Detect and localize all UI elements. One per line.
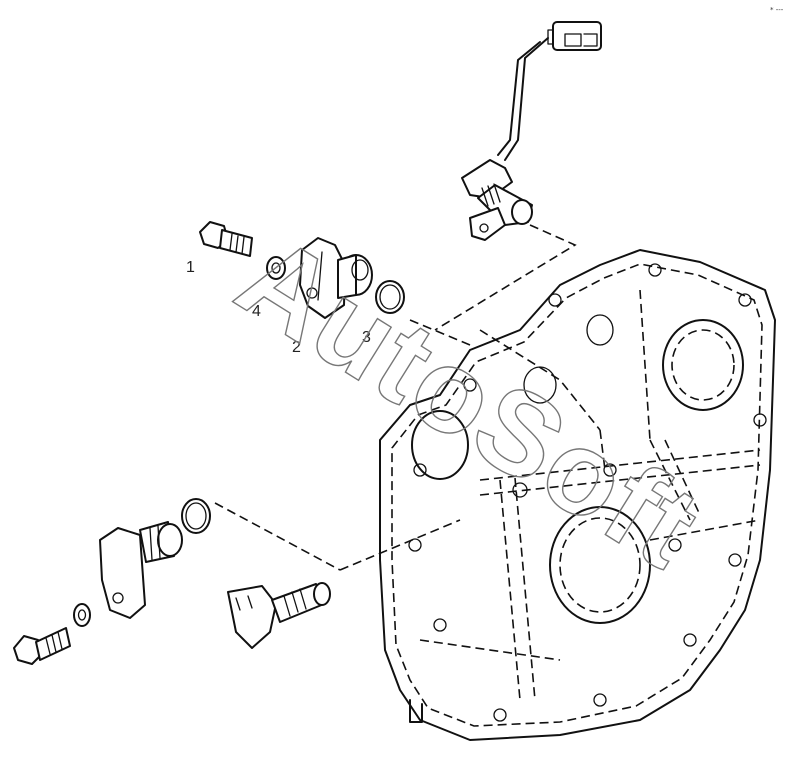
washer-upper <box>266 256 286 280</box>
o-ring-lower <box>181 498 211 534</box>
leader-line-lower-1 <box>214 502 341 571</box>
corner-mark: * --- <box>770 6 784 14</box>
bracket-upper <box>299 237 373 319</box>
callout-2: 2 <box>292 339 301 356</box>
o-ring-upper <box>375 280 405 314</box>
upper-sensor-with-cable <box>461 21 602 241</box>
leader-line-upper-2 <box>434 224 577 331</box>
watermark-text: AutoSoft <box>216 210 722 594</box>
bolt-upper <box>199 221 253 257</box>
callout-3: 3 <box>362 329 371 346</box>
callout-4: 4 <box>252 303 261 320</box>
bolt-lower <box>13 627 71 665</box>
leader-line-lower-2 <box>339 519 461 571</box>
callout-1: 1 <box>186 259 195 276</box>
leader-line-upper-1 <box>409 319 471 346</box>
sensor-lower <box>227 582 331 649</box>
bracket-lower <box>99 521 183 619</box>
gear-housing <box>379 249 776 741</box>
washer-lower <box>73 603 91 627</box>
